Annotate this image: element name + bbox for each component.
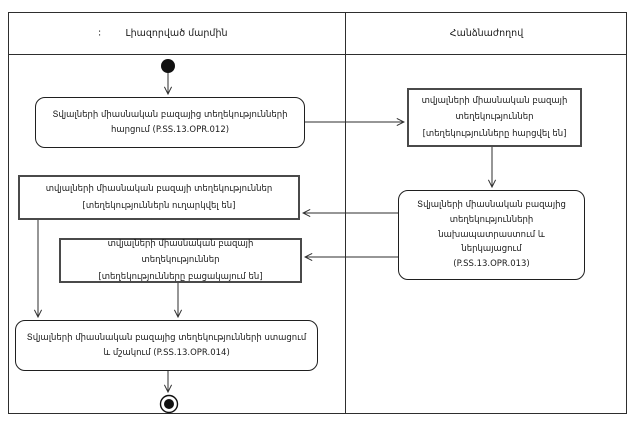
header-separator xyxy=(8,54,627,55)
action-label: Տվյալների միասնական բազայից տեղեկություն… xyxy=(26,332,307,358)
lane-label: Լիազորված մարմին xyxy=(125,27,228,39)
action-node-receive: Տվյալների միասնական բազայից տեղեկություն… xyxy=(15,320,318,371)
object-state: [տեղեկությունները բացակայում են] xyxy=(98,271,263,282)
action-node-request: Տվյալների միասնական բազայից տեղեկություն… xyxy=(35,97,305,148)
object-name: տվյալների միասնական բազայի տեղեկությունն… xyxy=(421,96,568,123)
lane-divider xyxy=(345,12,346,414)
object-name: տվյալների միասնական բազայի տեղեկությունն… xyxy=(45,184,273,195)
object-state: [տեղեկությունները հարցվել են] xyxy=(422,128,567,139)
object-name: տվյալների միասնական բազայի տեղեկությունն… xyxy=(107,239,254,266)
lane-prefix: : xyxy=(98,27,102,39)
object-node-missing: տվյալների միասնական բազայի տեղեկությունն… xyxy=(59,238,302,283)
lane-header-commission: Հանձնաժողով xyxy=(346,12,627,54)
object-node-requested: տվյալների միասնական բազայի տեղեկությունն… xyxy=(407,88,582,147)
action-label: Տվյալների միասնական բազայից տեղեկություն… xyxy=(52,109,288,135)
lane-header-authorized-body: : Լիազորված մարմին xyxy=(8,12,345,54)
action-node-prepare: Տվյալների միասնական բազայից տեղեկություն… xyxy=(398,190,585,280)
object-node-sent: տվյալների միասնական բազայի տեղեկությունն… xyxy=(18,175,300,220)
object-state: [տեղեկություններն ուղարկվել են] xyxy=(82,200,236,211)
action-label: Տվյալների միասնական բազայից տեղեկություն… xyxy=(417,200,566,269)
lane-label: Հանձնաժողով xyxy=(449,27,524,39)
